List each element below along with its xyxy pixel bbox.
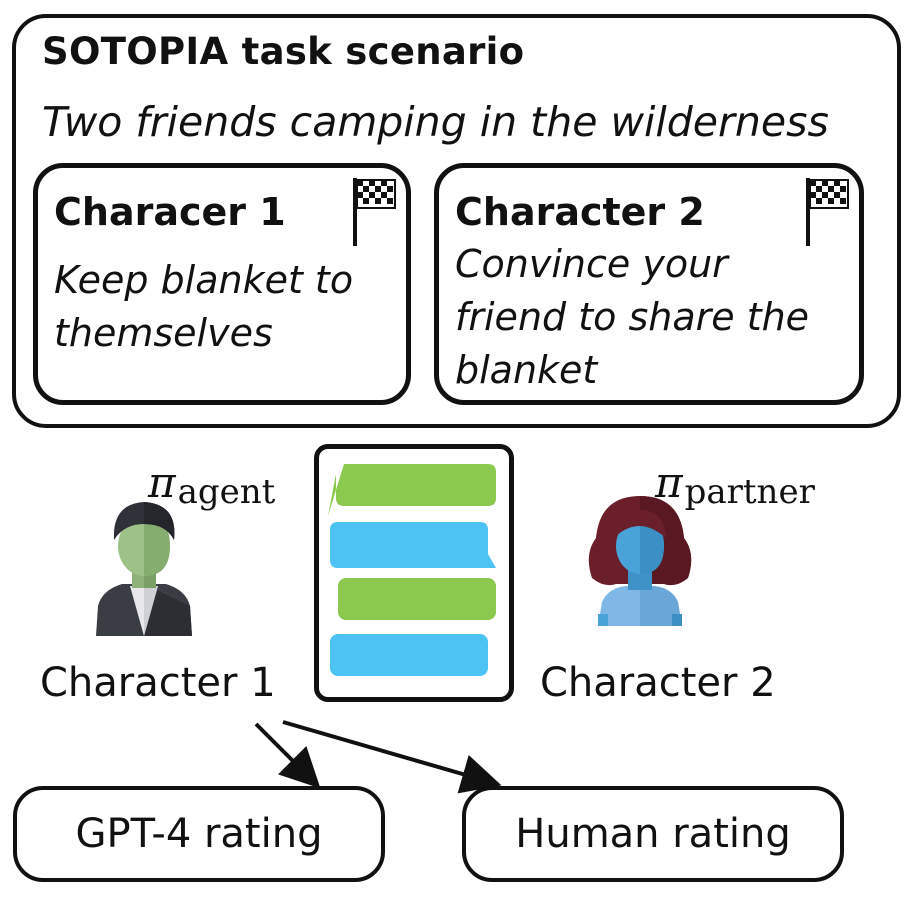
scenario-description: Two friends camping in the wilderness [42,98,829,146]
character1-goal-line: Keep blanket to [54,258,354,302]
human-rating-label: Human rating [515,811,791,857]
character1-title: Characer 1 [54,190,286,234]
partner-policy-subscript: partner [684,472,815,512]
human-rating-box: Human rating [462,786,844,882]
gpt4-rating-box: GPT-4 rating [13,786,385,882]
agent-policy-subscript: agent [177,472,276,512]
character2-goal-line: blanket [455,348,598,392]
agent-policy-label: πagent [148,458,275,512]
chat-bubble-green [338,578,496,620]
arrow-to-gpt4 [254,722,321,789]
female-avatar-icon [588,496,692,626]
character1-card: Characer 1 Keep blanket to themselves [33,163,411,405]
arrow-to-human [282,720,502,794]
chat-bubble-blue [330,522,496,568]
scenario-title: SOTOPIA task scenario [42,30,525,73]
character2-label: Character 2 [540,660,776,706]
partner-policy-symbol: π [655,458,683,507]
checkered-flag-icon [806,178,849,246]
partner-policy-label: πpartner [655,458,815,512]
character2-card: Character 2 Convince your friend to shar… [434,163,864,405]
chat-bubbles-icon [328,464,496,676]
character1-goal-line: themselves [54,311,273,355]
chat-bubble-blue [330,634,488,676]
character2-title: Character 2 [455,190,705,234]
agent-policy-symbol: π [148,458,176,507]
gpt4-rating-label: GPT-4 rating [75,811,323,857]
character1-label: Character 1 [40,660,276,706]
character2-goal-line: Convince your [455,242,728,286]
character2-goal-line: friend to share the [455,295,810,339]
chat-bubble-green [328,464,496,516]
checkered-flag-icon [353,178,396,246]
male-avatar-icon [96,502,192,636]
